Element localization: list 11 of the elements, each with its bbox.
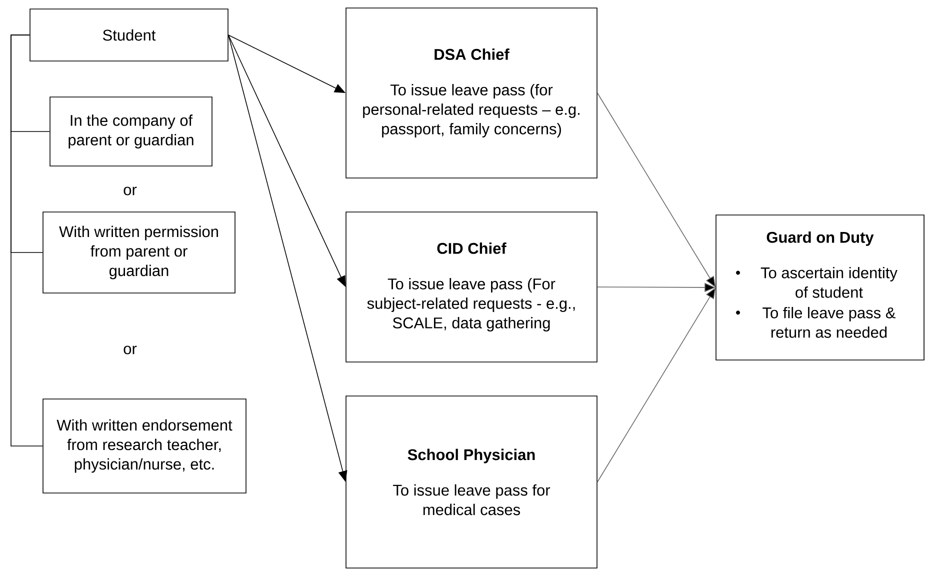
- bracket-line: [10, 34, 43, 446]
- or-label: or: [124, 346, 137, 354]
- text-box: With written endorsement from research teacher, physician/nurse, etc.: [42, 398, 246, 494]
- text-box: DSA Chief To issue leave pass (for personal-related requests – e.g. passport, family concerns): [346, 8, 598, 178]
- text-box: CID Chief To issue leave pass (For subject-related requests - e.g., SCALE, data gathering: [346, 212, 598, 362]
- text-box: Student: [30, 8, 228, 62]
- text-box: Guard on Duty To ascertain identity of student To file leave pass & return as needed: [716, 214, 924, 360]
- or-label: or: [124, 186, 137, 196]
- text-box: School Physician To issue leave pass for medical cases: [346, 396, 598, 568]
- text-box: With written permission from parent or guardian: [42, 212, 236, 294]
- text-box: In the company of parent or guardian: [50, 96, 212, 166]
